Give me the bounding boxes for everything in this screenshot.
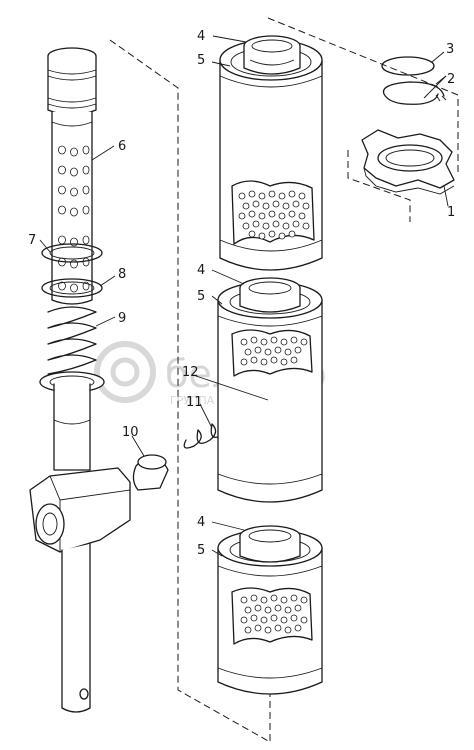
label-4-middle: 4 [197, 263, 205, 278]
label-6: 6 [118, 139, 126, 154]
spring-9 [47, 306, 97, 375]
label-7: 7 [28, 233, 36, 248]
filter-element-middle [217, 277, 323, 503]
label-2: 2 [447, 72, 455, 87]
center-tube [29, 47, 131, 713]
label-12: 12 [182, 365, 199, 380]
plug-10 [132, 454, 169, 491]
snap-ring-2 [382, 81, 447, 105]
label-4-bottom: 4 [197, 515, 205, 530]
leader-lines [39, 35, 449, 557]
part-labels: 1 2 3 4 5 6 7 8 9 10 11 12 4 5 4 5 [28, 29, 455, 558]
filter-element-top [219, 35, 323, 271]
label-5-bottom: 5 [197, 543, 205, 558]
spider-bracket-1 [361, 129, 455, 195]
label-5-middle: 5 [197, 289, 205, 304]
label-10: 10 [122, 425, 139, 440]
label-4-top: 4 [197, 29, 205, 44]
label-8: 8 [118, 267, 126, 282]
mesh-holes-bottom [240, 594, 308, 634]
label-5-top: 5 [197, 53, 205, 68]
label-3: 3 [446, 42, 454, 57]
label-1: 1 [447, 205, 455, 220]
mesh-holes-middle [240, 336, 308, 366]
tube-perforations [58, 145, 90, 293]
filter-element-bottom [217, 525, 323, 695]
label-9: 9 [118, 311, 126, 326]
ring-3 [381, 56, 435, 76]
washer-7 [41, 243, 103, 263]
assembly-dashed-lines [109, 17, 459, 743]
label-11: 11 [186, 395, 203, 410]
washer-8 [41, 278, 103, 298]
mesh-holes-top [238, 190, 310, 240]
